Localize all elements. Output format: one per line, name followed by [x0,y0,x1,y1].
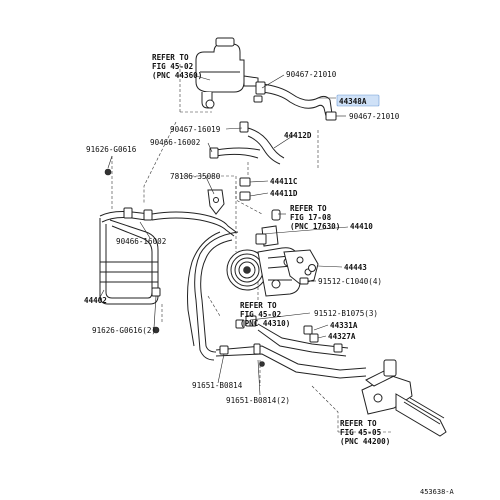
part-label-44410[interactable]: 44410 [350,222,373,231]
refer-label-line2: FIG 45-02 [240,310,281,319]
diagram-id: 453638-A [420,488,455,496]
bolt-91512-C1040 [299,277,314,285]
bracket-78186 [207,189,225,215]
part-label-44443[interactable]: 44443 [344,263,367,272]
part-label-91651-B0814-2[interactable]: 91651-B0814(2) [226,396,290,405]
part-label-90467-16019[interactable]: 90467-16019 [170,125,221,134]
zone-outline [111,64,392,433]
refer-label-line2: FIG 17-08 [290,213,332,222]
leader-lines [97,74,349,396]
refer-label-line2: FIG 45-02 [152,62,193,71]
part-label-91512-C1040[interactable]: 91512-C1040(4) [318,277,382,286]
pressure-lines [151,211,367,379]
part-label-44402[interactable]: 44402 [84,296,107,305]
refer-label-line3: (PNC 17630) [290,222,340,231]
refer-to-44310[interactable]: REFER TO FIG 45-02 (PNC 44310) [240,301,290,328]
refer-label-line3: (PNC 44360) [152,71,202,80]
part-label-44331A[interactable]: 44331A [330,321,358,330]
clamp-44411D [239,191,251,201]
part-label-90466-16002-top[interactable]: 90466-16002 [150,138,200,147]
clamp-44411C [239,177,251,187]
suction-hose-44412D [209,121,285,165]
refer-to-17630[interactable]: REFER TO FIG 17-08 (PNC 17630) [290,204,340,231]
part-label-91626-G0616-bottom[interactable]: 91626-G0616(2) [92,326,156,335]
refer-label-line1: REFER TO [290,204,327,213]
cooler-tube-44402 [99,207,161,305]
refer-label-line1: REFER TO [240,301,277,310]
part-label-91626-G0616-top[interactable]: 91626-G0616 [86,145,137,154]
highlight-44348A [336,94,380,107]
refer-to-44360[interactable]: REFER TO FIG 45-02 (PNC 44360) [152,53,202,80]
part-label-44412D[interactable]: 44412D [284,131,312,140]
part-label-90467-21010-top[interactable]: 90467-21010 [286,70,337,79]
part-label-44411C[interactable]: 44411C [270,177,298,186]
pump-bracket-44443 [283,249,319,285]
part-label-91651-B0814[interactable]: 91651-B0814 [192,381,243,390]
steering-gear [361,359,447,437]
reservoir-tank [195,37,259,109]
refer-label-line3: (PNC 44310) [240,319,290,328]
part-label-44327A[interactable]: 44327A [328,332,356,341]
part-label-90467-21010-right[interactable]: 90467-21010 [349,112,400,121]
return-hose-44348A [253,81,337,121]
refer-label-line1: REFER TO [152,53,189,62]
part-label-44348A[interactable]: 44348A [339,97,367,106]
refer-label-line3: (PNC 44200) [340,437,390,446]
part-label-91512-B1075[interactable]: 91512-B1075(3) [314,309,378,318]
refer-label-line2: FIG 45-05 [340,428,382,437]
refer-label-line1: REFER TO [340,419,377,428]
part-label-78186-35080[interactable]: 78186-35080 [170,172,221,181]
part-label-44411D[interactable]: 44411D [270,189,298,198]
part-label-90466-16002-mid[interactable]: 90466-16002 [116,237,166,246]
refer-to-44200[interactable]: REFER TO FIG 45-05 (PNC 44200) [340,419,390,446]
